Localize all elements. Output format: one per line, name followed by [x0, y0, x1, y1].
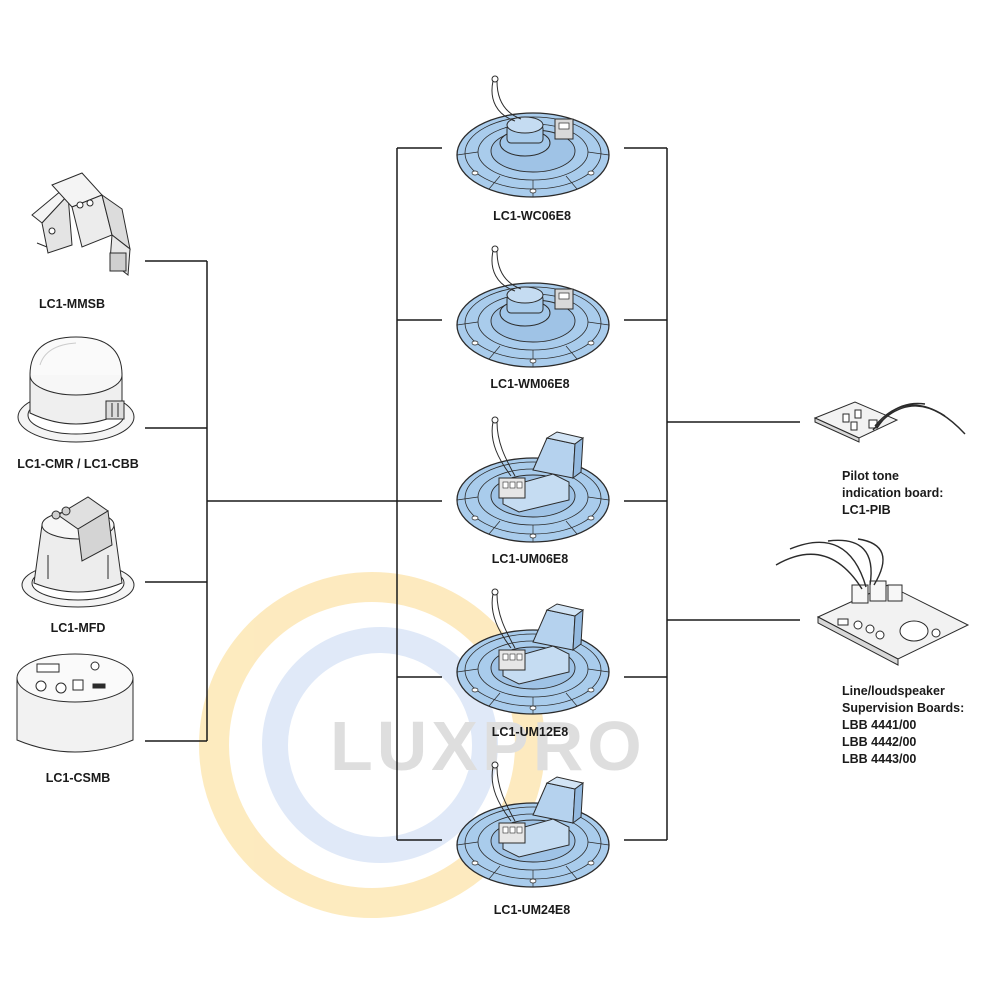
speaker-um12e8-icon — [457, 589, 609, 714]
speaker-um06e8-icon — [457, 417, 609, 542]
supervision-board-line-2: Supervision Boards: — [842, 701, 965, 715]
speaker-label-wc06e8: LC1-WC06E8 — [493, 209, 571, 223]
speaker-label-um06e8: LC1-UM06E8 — [491, 552, 569, 566]
speaker-label-um24e8: LC1-UM24E8 — [493, 903, 571, 917]
surface-mount-box-icon — [16, 653, 134, 753]
watermark-logo: LUXPRO — [199, 572, 646, 918]
speaker-label-wm06e8: LC1-WM06E8 — [490, 377, 570, 391]
speaker-label-um12e8: LC1-UM12E8 — [491, 725, 569, 739]
accessory-label-mmsb: LC1-MMSB — [39, 297, 105, 311]
speaker-wm06e8-icon — [457, 246, 609, 367]
supervision-board-icon — [775, 538, 970, 666]
supervision-board-label: Line/loudspeaker Supervision Boards: LBB… — [842, 683, 964, 768]
supervision-board-line-1: Line/loudspeaker — [842, 684, 945, 698]
pilot-tone-board-line-1: Pilot tone — [842, 469, 899, 483]
ceiling-mounting-ring-icon — [17, 336, 135, 443]
pilot-tone-board-line-2: indication board: — [842, 486, 944, 500]
supervision-board-line-5: LBB 4443/00 — [842, 752, 917, 766]
speaker-wc06e8-icon — [457, 76, 609, 197]
supervision-board-line-3: LBB 4441/00 — [842, 718, 917, 732]
pilot-tone-board-line-3: LC1-PIB — [842, 503, 891, 517]
accessory-label-csmb: LC1-CSMB — [45, 771, 111, 785]
connector-lines — [145, 147, 800, 841]
supervision-board-line-4: LBB 4442/00 — [842, 735, 917, 749]
pilot-tone-board-label: Pilot tone indication board: LC1-PIB — [842, 468, 943, 519]
pilot-tone-board-icon — [813, 401, 966, 443]
accessory-label-cmr: LC1-CMR / LC1-CBB — [17, 457, 139, 471]
fire-dome-icon — [21, 496, 135, 608]
accessory-label-mfd: LC1-MFD — [50, 621, 106, 635]
mounting-bracket-icon — [31, 172, 131, 276]
watermark-text: LUXPRO — [330, 707, 646, 785]
